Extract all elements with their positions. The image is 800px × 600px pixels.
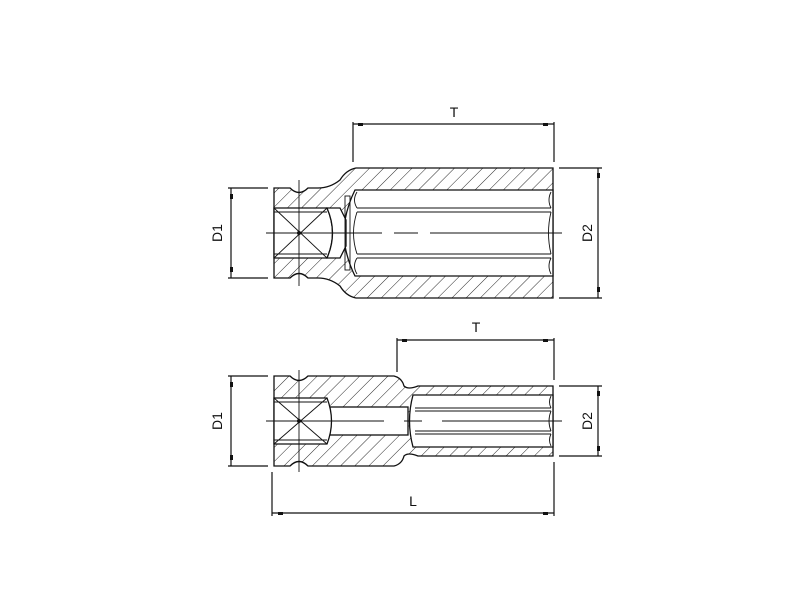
- dimension-T-label: T: [450, 104, 459, 120]
- dimension-D1-label: D1: [209, 412, 225, 430]
- dimension-D2-label: D2: [579, 224, 595, 242]
- dimension-L-label: L: [409, 493, 417, 509]
- top-socket-view: T D1 D2: [209, 104, 602, 299]
- bottom-socket-view: T D1 D2 L: [209, 319, 602, 516]
- dimension-D1-label: D1: [209, 224, 225, 242]
- dimension-D2-label: D2: [579, 412, 595, 430]
- dimension-T-label: T: [472, 319, 481, 335]
